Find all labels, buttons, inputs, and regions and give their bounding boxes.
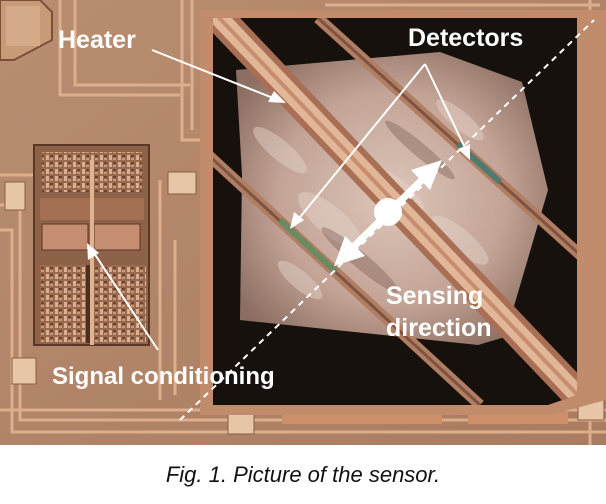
sensor-micrograph-svg: Heater Detectors Sensing direction Signa… <box>0 0 606 445</box>
sensing-direction-label-line2: direction <box>386 314 492 342</box>
signal-conditioning-circuit <box>33 144 150 346</box>
contact-pad <box>4 181 26 211</box>
contact-pad <box>227 411 255 435</box>
heater-arrowhead <box>268 91 286 103</box>
sensing-arrowhead-down <box>334 236 365 266</box>
contact-pad <box>11 357 37 385</box>
signal-conditioning-leader-line <box>91 249 159 351</box>
detectors-label: Detectors <box>408 24 523 52</box>
sensing-direction-label-line1: Sensing <box>386 282 483 310</box>
contact-pad <box>167 171 197 195</box>
heater-label: Heater <box>58 26 136 54</box>
signal-conditioning-arrowhead <box>87 243 99 260</box>
detector-element <box>277 217 339 275</box>
detector-leader-line <box>424 63 468 153</box>
sensor-micrograph: Heater Detectors Sensing direction Signa… <box>0 0 606 445</box>
figure-caption: Fig. 1. Picture of the sensor. <box>165 462 441 487</box>
sensing-center-dot <box>374 198 402 226</box>
heater-leader-line <box>151 49 279 101</box>
sensing-arrowhead-up <box>411 160 442 190</box>
detector-leader-line <box>295 63 426 223</box>
detector-arrowhead <box>458 144 470 160</box>
detector-arrowhead <box>290 212 304 229</box>
signal-conditioning-label: Signal conditioning <box>52 363 275 390</box>
bond-pad-inner <box>6 6 40 46</box>
